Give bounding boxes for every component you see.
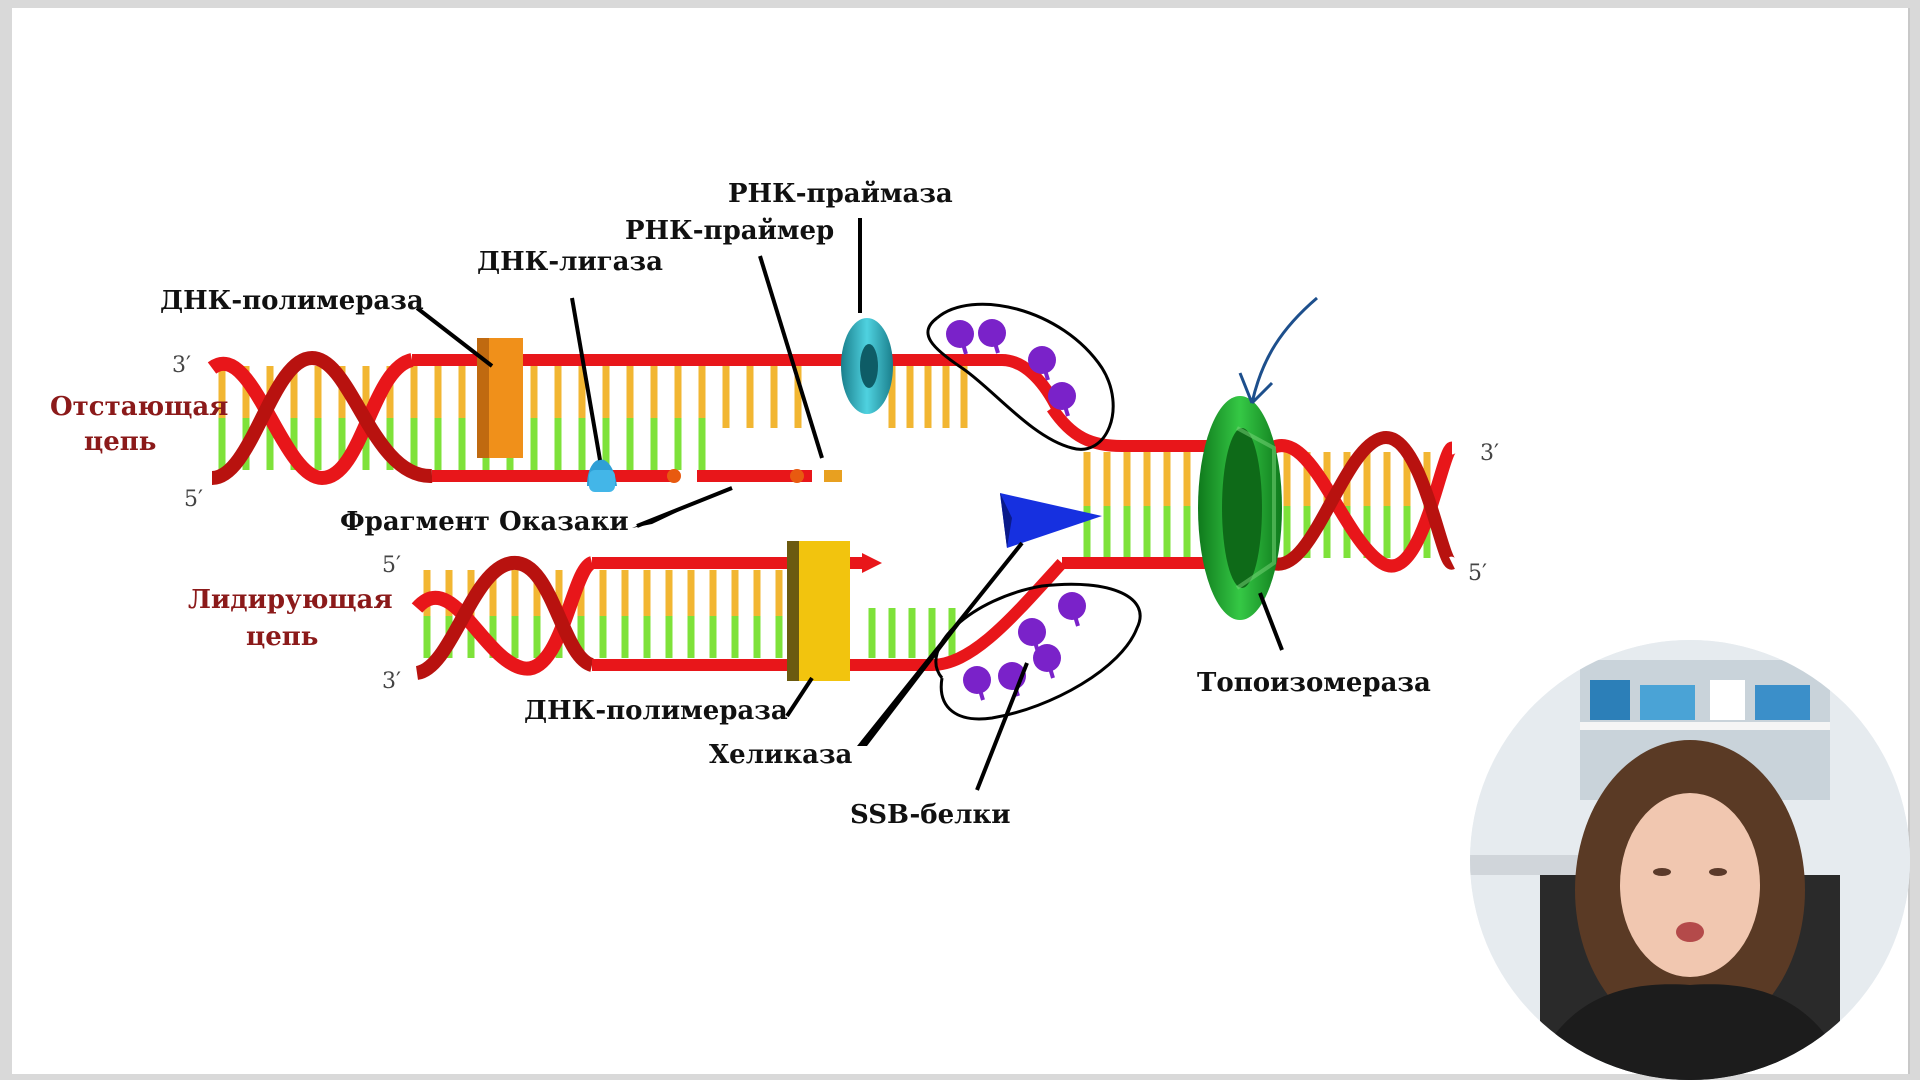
label-polymerase-bottom: ДНК-полимераза: [524, 696, 788, 726]
ssb-protein: [1058, 592, 1086, 627]
prime-lag-5: 5′: [184, 487, 203, 512]
dna-ligase: [587, 459, 617, 492]
label-polymerase-top: ДНК-полимераза: [160, 286, 424, 316]
parental-backbone-b: [1269, 431, 1459, 571]
lagging-helix-a: [207, 353, 415, 486]
label-ligase: ДНК-лигаза: [477, 247, 663, 277]
label-ssb: SSB-белки: [850, 800, 1011, 830]
label-okazaki: Фрагмент Оказаки: [340, 507, 629, 537]
rna-primase: [841, 318, 893, 414]
leading-template-backbone: [592, 558, 1067, 671]
leading-arrow: [862, 553, 882, 573]
label-primase: РНК-праймаза: [728, 179, 953, 209]
label-lagging-2: цепь: [84, 427, 156, 457]
prime-lead-3: 3′: [382, 669, 401, 694]
dna-polymerase-bottom: [787, 541, 850, 681]
ink-ellipse-bottom: [934, 582, 1142, 721]
ink-ellipse-top: [926, 302, 1115, 451]
parental-backbone-a: [1269, 439, 1459, 573]
lagging-helix-b: [210, 350, 433, 485]
fragment-end-2: [790, 469, 804, 483]
dna-replication-diagram: РНК-праймаза РНК-праймер ДНК-лигаза ДНК-…: [50, 179, 1499, 830]
leading-helix-a: [411, 556, 596, 676]
label-helicase: Хеликаза: [709, 740, 853, 770]
label-lagging-1: Отстающая: [50, 392, 228, 422]
prime-right-5: 5′: [1468, 561, 1487, 586]
ssb-protein: [1028, 346, 1056, 381]
label-topoisomerase: Топоизомераза: [1197, 668, 1431, 698]
prime-right-3: 3′: [1480, 441, 1499, 466]
prime-lag-3: 3′: [172, 353, 191, 378]
fragment-end-1: [667, 469, 681, 483]
ink-arrow: [1238, 296, 1318, 405]
label-primer: РНК-праймер: [625, 216, 834, 246]
leading-helix-b: [414, 555, 595, 680]
fork-backbone-top: [1047, 404, 1272, 452]
dna-polymerase-top: [477, 338, 523, 458]
ssb-protein: [978, 319, 1006, 354]
slide: РНК-праймаза РНК-праймер ДНК-лигаза ДНК-…: [12, 8, 1910, 1074]
helicase: [1000, 493, 1102, 548]
ssb-protein: [1033, 644, 1061, 679]
pointer-wedge-okazaki: [632, 486, 732, 528]
ssb-proteins: [946, 319, 1086, 701]
leading-rungs: [423, 570, 956, 658]
pointer-lines: [415, 218, 1284, 791]
label-leading-2: цепь: [246, 622, 318, 652]
lagging-strand: [207, 350, 1063, 486]
topoisomerase: [1198, 396, 1282, 620]
ssb-protein: [946, 320, 974, 355]
label-leading-1: Лидирующая: [188, 585, 393, 615]
presenter-webcam: [1470, 640, 1910, 1080]
ssb-protein: [1048, 382, 1076, 417]
prime-lead-5: 5′: [382, 553, 401, 578]
webcam-scene: [1470, 640, 1910, 1080]
ssb-protein: [963, 666, 991, 701]
